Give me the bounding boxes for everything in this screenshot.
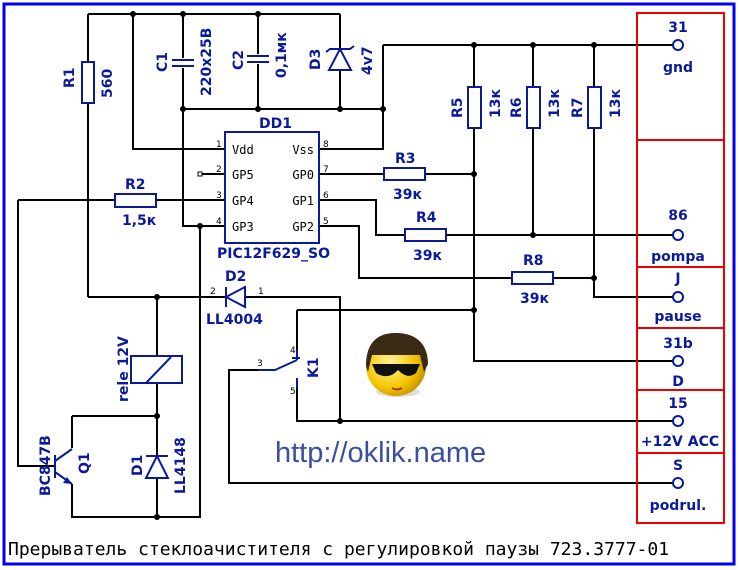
r7-ref: R7 bbox=[570, 97, 586, 118]
pin-num: 8 bbox=[323, 140, 329, 150]
pin-num: 4 bbox=[216, 217, 222, 227]
d3-value: 4v7 bbox=[360, 46, 376, 75]
dd1-value: PIC12F629_SO bbox=[217, 246, 330, 262]
r1-value: 560 bbox=[100, 69, 116, 98]
pin-gp0: GP0 bbox=[292, 168, 314, 182]
dd1-ref: DD1 bbox=[259, 116, 292, 132]
pin-num: 5 bbox=[290, 387, 296, 397]
connector-86[interactable]: 86 pompa bbox=[651, 208, 705, 265]
r5-value: 13к bbox=[488, 89, 504, 118]
pin-num: 6 bbox=[323, 191, 329, 201]
r8-ref: R8 bbox=[523, 253, 544, 269]
r3-ref: R3 bbox=[395, 151, 416, 167]
d2-ref: D2 bbox=[225, 269, 246, 285]
q1-ref: Q1 bbox=[77, 452, 93, 474]
pin-num: 1 bbox=[216, 140, 222, 150]
capacitor-c2[interactable]: C2 0,1мк bbox=[231, 32, 290, 78]
resistor-r5[interactable]: R5 13к bbox=[450, 86, 504, 129]
r7-value: 13к bbox=[608, 89, 624, 118]
pin-num: 3 bbox=[216, 191, 222, 201]
relay-value: rele 12V bbox=[116, 336, 132, 402]
connector-j[interactable]: J pause bbox=[654, 271, 701, 325]
ic-dd1[interactable]: DD1 PIC12F629_SO Vdd GP5 GP4 GP3 Vss GP0… bbox=[197, 116, 330, 262]
pin-num: 2 bbox=[210, 287, 216, 297]
zener-diode-d3[interactable]: D3 4v7 bbox=[308, 45, 376, 75]
connector-number: 86 bbox=[668, 208, 687, 224]
connector-name: podrul. bbox=[650, 498, 707, 514]
r2-ref: R2 bbox=[125, 177, 146, 193]
c1-value: 220x25В bbox=[199, 28, 215, 96]
r8-value: 39к bbox=[520, 291, 549, 307]
r6-value: 13к bbox=[547, 89, 563, 118]
r5-ref: R5 bbox=[450, 97, 466, 118]
diode-d1[interactable]: D1 LL4148 bbox=[130, 437, 189, 494]
resistor-r1[interactable]: R1 560 bbox=[62, 61, 116, 104]
d1-value: LL4148 bbox=[173, 437, 189, 494]
pin-gp3: GP3 bbox=[232, 220, 254, 234]
d2-value: LL4004 bbox=[206, 312, 263, 328]
resistor-r3[interactable]: R3 39к bbox=[383, 151, 426, 203]
connector-name: D bbox=[672, 374, 684, 390]
connector-31b[interactable]: 31b D bbox=[663, 336, 693, 390]
pin-gp2: GP2 bbox=[292, 220, 314, 234]
connector-31[interactable]: 31 gnd bbox=[663, 20, 693, 76]
d1-ref: D1 bbox=[130, 455, 146, 476]
connector-number: 15 bbox=[668, 396, 687, 412]
resistor-r2[interactable]: R2 1,5к bbox=[114, 177, 157, 229]
k1-ref: K1 bbox=[306, 357, 322, 378]
connector-name: gnd bbox=[663, 60, 693, 76]
r4-value: 39к bbox=[413, 248, 442, 264]
pin-num: 4 bbox=[290, 346, 296, 356]
transistor-q1[interactable]: BC847B Q1 bbox=[38, 435, 93, 496]
pin-num: 5 bbox=[323, 217, 329, 227]
junction-dots bbox=[130, 11, 597, 520]
connector-s[interactable]: S podrul. bbox=[650, 458, 707, 514]
resistor-r6[interactable]: R6 13к bbox=[509, 86, 563, 129]
c2-value: 0,1мк bbox=[274, 32, 290, 78]
pin-gp5: GP5 bbox=[232, 168, 254, 182]
pin-gp1: GP1 bbox=[292, 194, 314, 208]
pin-num: 1 bbox=[258, 287, 264, 297]
pin-vss: Vss bbox=[292, 143, 314, 157]
schematic-title: Прерыватель стеклоачистителя с регулиров… bbox=[8, 539, 669, 560]
connector-name: pause bbox=[654, 309, 701, 325]
relay-coil[interactable]: rele 12V bbox=[116, 336, 183, 402]
connector-name: +12V ACC bbox=[641, 434, 719, 450]
resistor-r7[interactable]: R7 13к bbox=[570, 86, 624, 129]
pin-num: 3 bbox=[257, 359, 263, 369]
c1-ref: C1 bbox=[155, 52, 171, 72]
connector-number: S bbox=[673, 458, 683, 474]
connector-15[interactable]: 15 +12V ACC bbox=[641, 396, 719, 450]
connector-number: 31b bbox=[663, 336, 693, 352]
pin-vdd: Vdd bbox=[232, 143, 254, 157]
diode-d2[interactable]: D2 LL4004 2 1 bbox=[206, 269, 264, 328]
watermark-url: http://oklik.name bbox=[275, 437, 486, 469]
connector-number: 31 bbox=[668, 20, 687, 36]
d3-ref: D3 bbox=[308, 49, 324, 70]
c2-ref: C2 bbox=[231, 50, 247, 70]
pin-gp4: GP4 bbox=[232, 194, 254, 208]
r6-ref: R6 bbox=[509, 97, 525, 118]
q1-value: BC847B bbox=[38, 435, 54, 496]
resistor-r8[interactable]: R8 39к bbox=[511, 253, 554, 307]
r4-ref: R4 bbox=[416, 210, 437, 226]
r1-ref: R1 bbox=[62, 67, 78, 88]
resistor-r4[interactable]: R4 39к bbox=[404, 210, 447, 264]
connector-name: pompa bbox=[651, 249, 705, 265]
r2-value: 1,5к bbox=[122, 213, 157, 229]
r3-value: 39к bbox=[393, 187, 422, 203]
connector-block bbox=[636, 12, 725, 524]
smiley-sunglasses-icon bbox=[366, 333, 428, 397]
capacitor-c1[interactable]: C1 220x25В bbox=[155, 28, 215, 96]
relay-contact-k1[interactable]: K1 3 4 5 bbox=[257, 346, 322, 397]
pin-num: 2 bbox=[216, 165, 222, 175]
pin-num: 7 bbox=[323, 165, 329, 175]
connector-number: J bbox=[674, 271, 680, 287]
